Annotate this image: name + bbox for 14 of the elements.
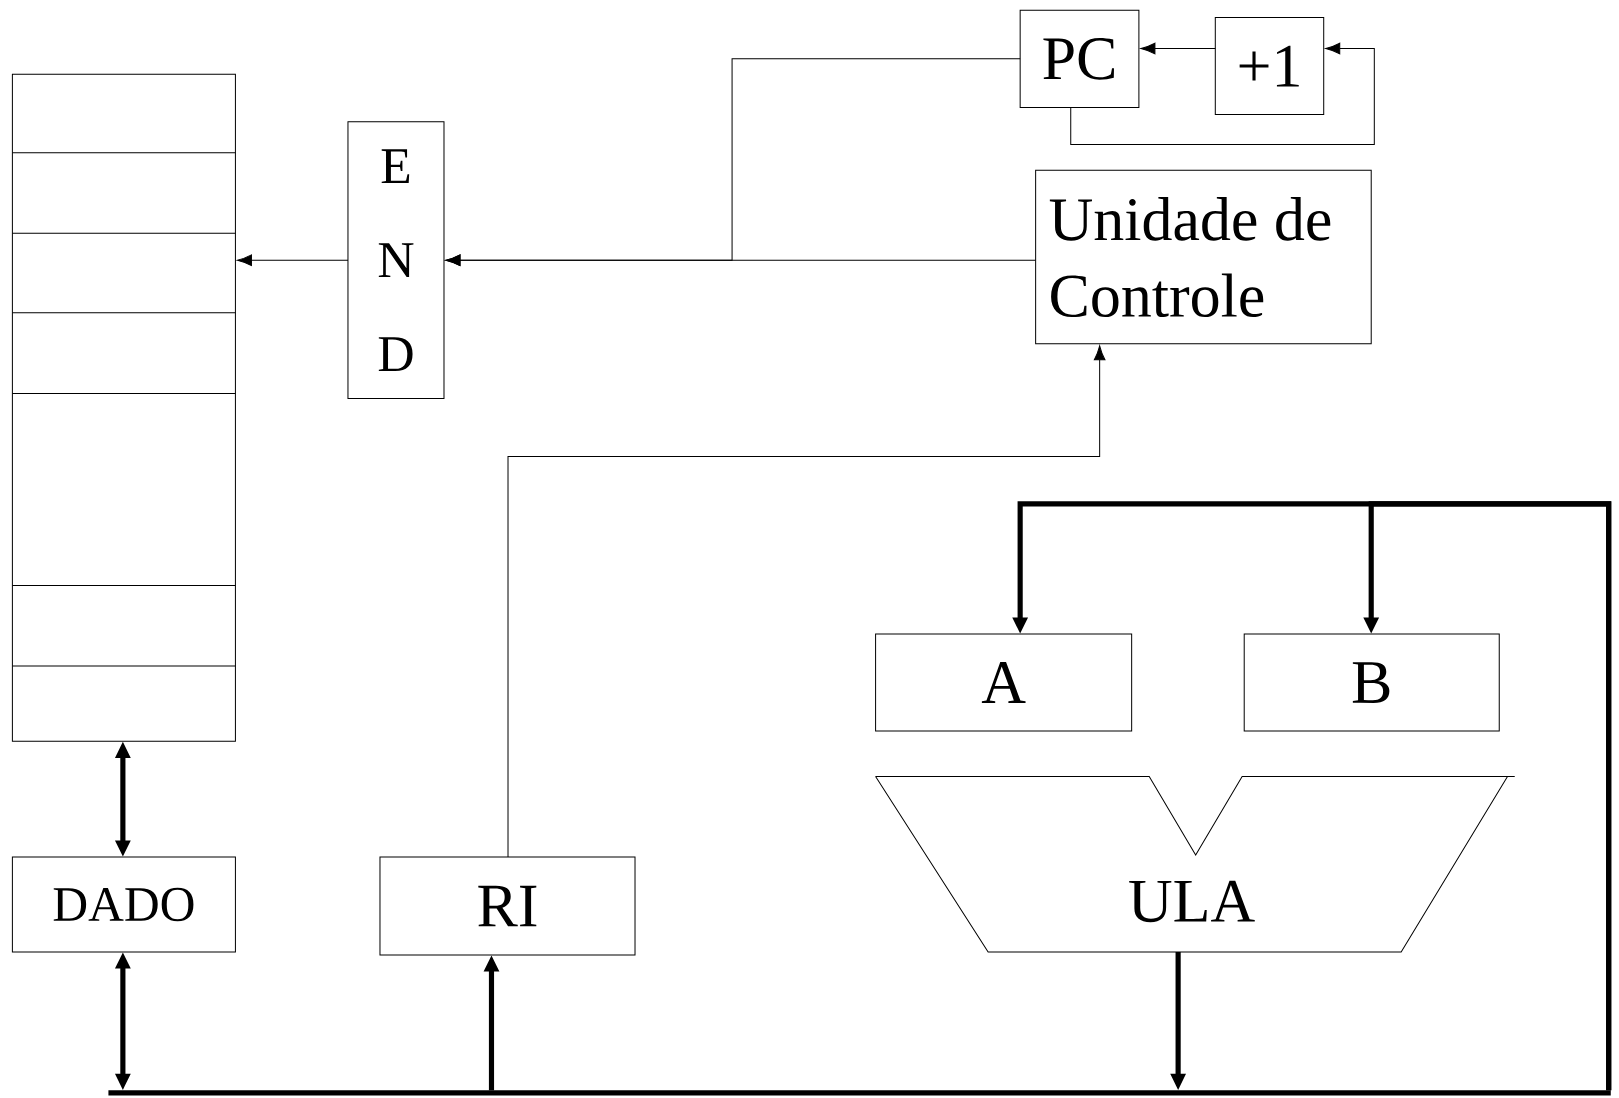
memory-box	[11, 73, 236, 742]
register-box: RI	[379, 856, 636, 956]
control-unit-box: Unidade de Controle	[1035, 169, 1372, 345]
register-box: DADO	[11, 856, 236, 953]
arrow	[507, 345, 1106, 858]
address-register-box: E N D	[347, 121, 445, 400]
arrow	[445, 58, 1021, 267]
incrementer-box: +1	[1214, 17, 1325, 116]
register-box: PC	[1019, 9, 1140, 108]
arrow	[1070, 42, 1375, 146]
arrow	[237, 254, 349, 267]
register-box: A	[875, 633, 1133, 732]
arrow	[1140, 42, 1216, 55]
register-box: B	[1243, 633, 1500, 732]
